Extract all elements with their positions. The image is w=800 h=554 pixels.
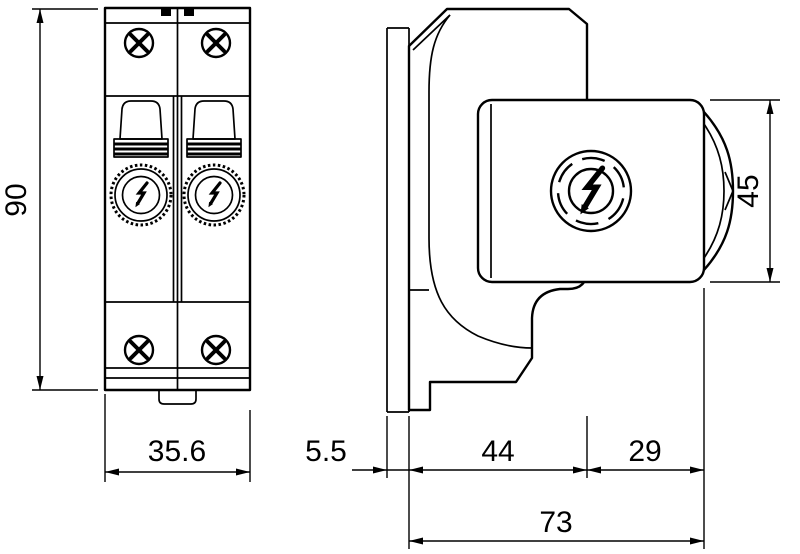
dim-total-depth: 73 [409,506,704,545]
dim-label-5-5: 5.5 [305,435,347,468]
cross-head-screw-icon [123,334,155,366]
dial-outer-circle [187,168,241,222]
module-side-body [476,98,706,284]
terminal-screws [123,27,232,366]
housing-cavity-curve [428,14,533,349]
cross-head-screw-icon [123,27,155,59]
top-latch-left [161,9,171,16]
cross-head-screw-icon [200,27,232,59]
cross-head-screw-icon [200,334,232,366]
surge-arrow-lightning-icon [580,165,606,215]
plug-module-left [109,100,173,227]
module-front-tip [724,171,734,211]
dim-label-45: 45 [732,174,765,207]
logo-inner-circle [567,167,615,215]
dial-inner-circle [194,175,234,215]
surge-arrow-lightning-icon [135,181,149,208]
dim-module-height: 45 [710,99,780,283]
dim-label-90: 90 [0,183,33,216]
din-rail [386,27,410,413]
side-view [386,7,735,413]
dimensions: 90 35.6 45 [0,8,780,549]
module-cap [119,100,163,140]
dial-inner-circle [121,175,161,215]
din-foot-tab [158,390,197,405]
plug-module-right [182,100,246,227]
module-front-inner-curve [703,123,725,259]
dial-outer-circle [114,168,168,222]
dim-front-width: 35.6 [104,394,251,482]
dim-front-height: 90 [0,8,98,391]
dim-label-35-6: 35.6 [148,435,206,468]
knurled-dial-ring [182,163,246,227]
top-latch-right [184,9,194,16]
dim-label-44: 44 [481,435,514,468]
knurled-dial-ring [109,163,173,227]
dim-chain-row: 5.5 44 29 [305,288,705,549]
dim-label-73: 73 [539,506,572,539]
dim-label-29: 29 [628,435,661,468]
surge-arrow-lightning-icon [208,181,222,208]
surge-logo [549,149,633,233]
module-front-face [703,111,735,271]
logo-outer-ring [549,149,633,233]
module-cap [192,100,236,140]
logo-segmented-ring [556,156,626,226]
front-view [103,6,252,405]
housing-inner-edge [412,14,451,51]
